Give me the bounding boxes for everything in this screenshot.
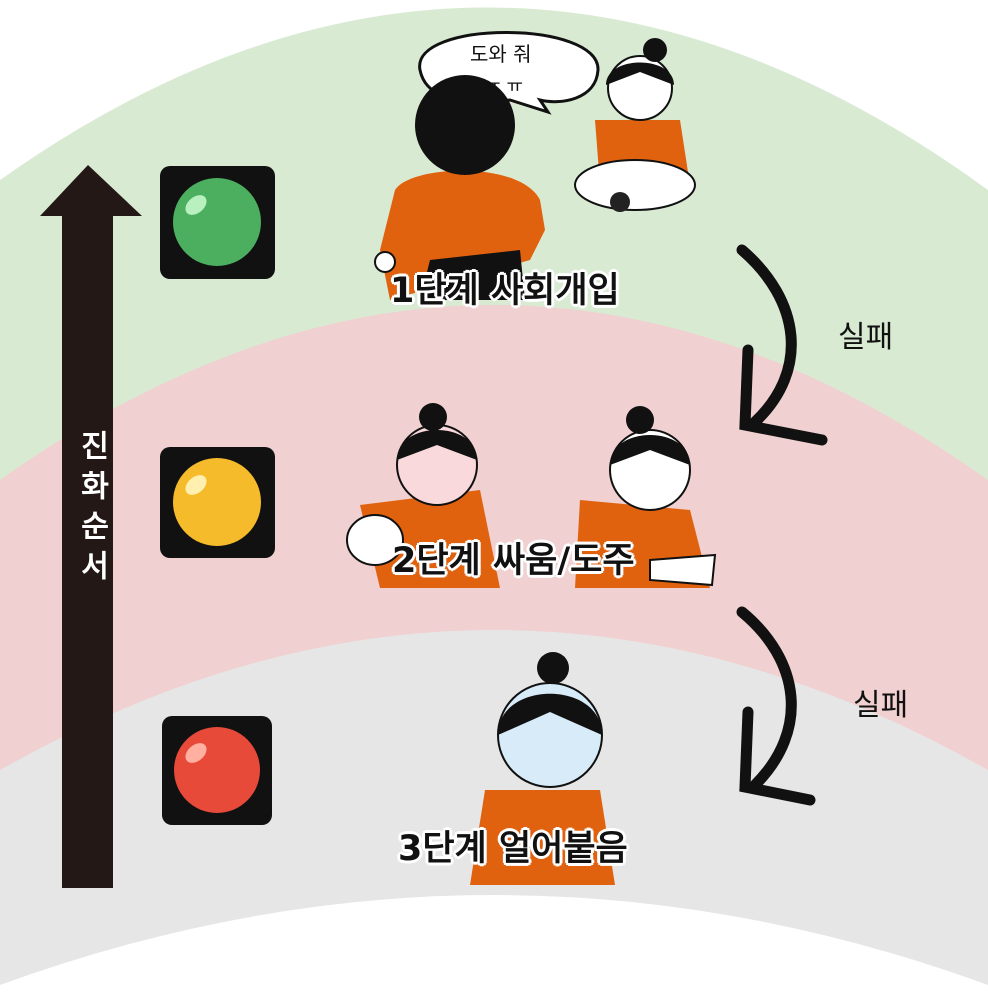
fail-arrow-2 <box>736 606 816 806</box>
character-girl-crying <box>574 38 696 212</box>
speech-crying-text: ㅠㅠ <box>484 76 530 97</box>
band-bottom <box>0 895 988 993</box>
light-red-icon <box>162 716 272 825</box>
light-green-icon <box>160 166 275 279</box>
evolution-arrow <box>40 165 142 888</box>
character-girl-fleeing <box>575 406 717 588</box>
character-boy-back <box>374 75 545 300</box>
evolution-order-label: 진화순서 <box>74 430 109 590</box>
stage-1-label: 1단계 사회개입 <box>390 271 620 311</box>
character-girl-frozen <box>470 652 615 885</box>
fail-label-1: 실패 <box>838 320 894 355</box>
character-girl-angry <box>346 403 500 588</box>
stage-3-label: 3단계 얼어붙음 <box>398 829 628 869</box>
speech-text: 도와 줘 <box>470 42 532 66</box>
fail-label-2: 실패 <box>853 688 909 723</box>
light-yellow-icon <box>160 447 275 558</box>
stage-2-label: 2단계 싸움/도주 <box>392 541 635 581</box>
fail-arrow-1 <box>736 244 828 446</box>
